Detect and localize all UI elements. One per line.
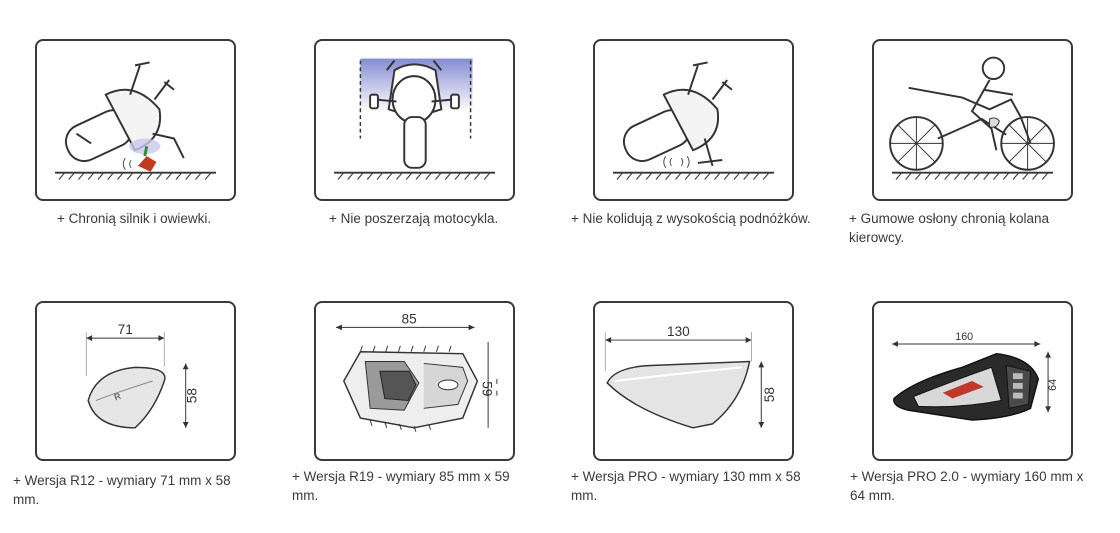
feature-caption: + Nie kolidują z wysokością podnóżków. (571, 211, 811, 226)
fallen-motorcycle-illustration (613, 61, 774, 180)
logo-mark-icon: R (113, 391, 122, 403)
dimension-width-label: 71 (118, 322, 133, 337)
r19-slider-drawing: 85 59 (336, 311, 498, 432)
feature-card-knee-protection (872, 39, 1073, 201)
version-card-r19: 85 59 (314, 301, 515, 461)
dimension-height-label: 58 (762, 387, 777, 402)
feature-caption: + Nie poszerzają motocykla. (329, 211, 499, 226)
version-caption: + Wersja PRO - wymiary 130 mm x 58 mm. (571, 469, 801, 503)
feature-caption: + Chronią silnik i owiewki. (57, 211, 212, 226)
feature-card-engine-protection (35, 39, 236, 201)
fallen-motorcycle-illustration (55, 61, 216, 180)
r12-slider-drawing: 71 58 R (85, 322, 199, 429)
dimension-width-label: 85 (402, 311, 418, 326)
feature-caption: + Gumowe osłony chronią kolana kierowcy. (849, 211, 1049, 245)
version-card-pro: 130 58 (593, 301, 794, 461)
dimension-height-label: 59 (479, 381, 494, 396)
version-caption: + Wersja PRO 2.0 - wymiary 160 mm x 64 m… (850, 469, 1084, 503)
front-motorcycle-illustration (334, 58, 495, 180)
pro-2-slider-drawing: 160 64 (892, 331, 1059, 421)
brand-logo-icon (942, 381, 984, 399)
version-caption: + Wersja R12 - wymiary 71 mm x 58 mm. (13, 473, 231, 507)
rider-on-motorcycle-illustration (889, 56, 1055, 180)
dimension-height-label: 58 (184, 388, 199, 403)
version-caption: + Wersja R19 - wymiary 85 mm x 59 mm. (292, 469, 510, 503)
version-card-r12: 71 58 R (35, 301, 236, 461)
version-card-pro-2: 160 64 (872, 301, 1073, 461)
feature-card-footpeg-clearance (593, 39, 794, 201)
feature-card-no-widening (314, 39, 515, 201)
pro-slider-drawing: 130 58 (604, 324, 777, 429)
dimension-width-label: 130 (667, 324, 690, 339)
brand-logo-icon (437, 379, 459, 391)
dimension-height-label: 64 (1047, 379, 1059, 391)
dimension-width-label: 160 (955, 331, 973, 343)
